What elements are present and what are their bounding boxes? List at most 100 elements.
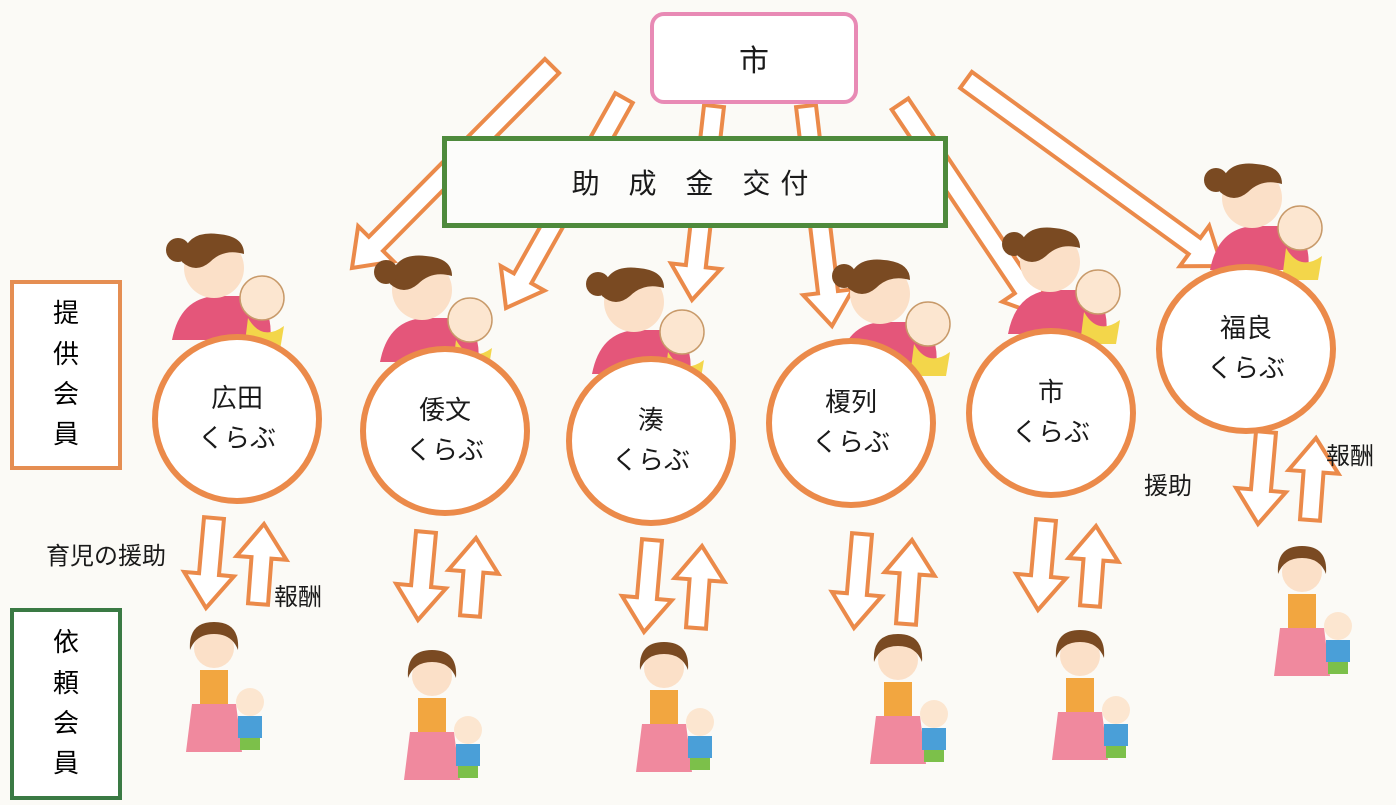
mother-hair [1055,630,1105,658]
provider-figure [1204,163,1323,280]
mother-top [418,698,446,732]
child-pants [458,766,478,778]
child-face [920,700,948,728]
baby-face [659,309,705,355]
mother-hair [639,642,689,670]
baby-body [1282,248,1322,280]
child-shirt [456,744,480,766]
help-label-right: 援助 [1144,472,1192,500]
requester-char: 員 [52,749,79,780]
child-face [236,688,264,716]
mother-top [1288,594,1316,628]
club-name: 榎列 [824,387,877,418]
baby-body [1080,312,1120,344]
help-down-arrow [392,528,451,624]
child-face [1324,612,1352,640]
mother-face [412,656,452,696]
reward-up-arrow [1064,522,1123,609]
childcare-help-label: 育児の援助 [46,542,166,570]
club-suffix: くらぶ [611,446,690,476]
reward-up-arrow [880,536,939,627]
requester-figure [870,634,948,764]
baby-face [905,301,951,347]
grant-arrow [957,69,1225,269]
provider-hair [848,259,910,294]
club-name: 湊 [637,405,664,436]
provider-bun [1002,232,1026,256]
club-name: 福良 [1219,313,1272,344]
provider-char: 員 [52,420,79,451]
provider-bun [586,272,610,296]
club-enami: 榎列 くらぶ [766,338,936,508]
provider-bun [166,238,190,262]
reward-up-arrow [232,520,291,607]
help-down-arrow [618,536,676,636]
provider-figure [166,233,285,350]
reward-up-arrow [444,534,503,619]
baby-face [1277,205,1323,251]
club-suffix: くらぶ [1206,354,1285,384]
mother-skirt [1274,628,1330,676]
mother-face [1060,636,1100,676]
child-face [454,716,482,744]
reward-label-left: 報酬 [274,583,322,611]
mother-skirt [186,704,242,752]
child-shirt [688,736,712,758]
requester-members-box: 依 頼 会 員 [10,608,122,800]
club-name: 倭文 [418,395,471,426]
mother-skirt [404,732,460,780]
club-suffix: くらぶ [1011,418,1090,448]
provider-figure [832,259,951,376]
baby-face [1075,269,1121,315]
club-name: 市 [1037,377,1064,408]
mother-top [1066,678,1094,712]
child-shirt [1104,724,1128,746]
grant-box: 助 成 金 交付 [442,136,948,228]
club-shitori: 倭文 くらぶ [360,346,530,516]
child-face [686,708,714,736]
baby-face [239,275,285,321]
baby-body [910,344,950,376]
mother-skirt [1052,712,1108,760]
child-shirt [922,728,946,750]
provider-figure [1002,227,1121,344]
child-pants [690,758,710,770]
mother-top [650,690,678,724]
child-pants [1328,662,1348,674]
club-suffix: くらぶ [405,436,484,466]
club-fukura: 福良 くらぶ [1156,264,1336,434]
grant-label: 助 成 金 交付 [571,167,819,200]
city-box: 市 [650,12,858,104]
mother-hair [407,650,457,678]
requester-char: 会 [52,709,79,739]
provider-hair [602,267,664,302]
requester-figure [636,642,714,772]
baby-face [447,297,493,343]
reward-up-arrow [1284,434,1343,523]
provider-char: 供 [52,339,79,370]
provider-char: 提 [52,299,79,330]
provider-char: 会 [52,380,79,410]
provider-hair [390,255,452,290]
child-shirt [238,716,262,738]
mother-face [1282,552,1322,592]
club-shi: 市 くらぶ [966,328,1136,498]
mother-hair [189,622,239,650]
provider-bun [374,260,398,284]
help-down-arrow [180,514,239,612]
mother-top [200,670,228,704]
requester-figure [404,650,482,780]
mother-hair [873,634,923,662]
help-down-arrow [1232,428,1290,528]
mother-hair [1277,546,1327,574]
club-name: 広田 [210,383,263,414]
club-minato: 湊 くらぶ [566,356,736,526]
child-shirt [1326,640,1350,662]
help-down-arrow [828,530,886,632]
reward-label-right: 報酬 [1326,442,1374,470]
requester-figure [1274,546,1352,676]
child-pants [924,750,944,762]
requester-char: 頼 [52,668,79,699]
provider-members-box: 提 供 会 員 [10,280,122,470]
